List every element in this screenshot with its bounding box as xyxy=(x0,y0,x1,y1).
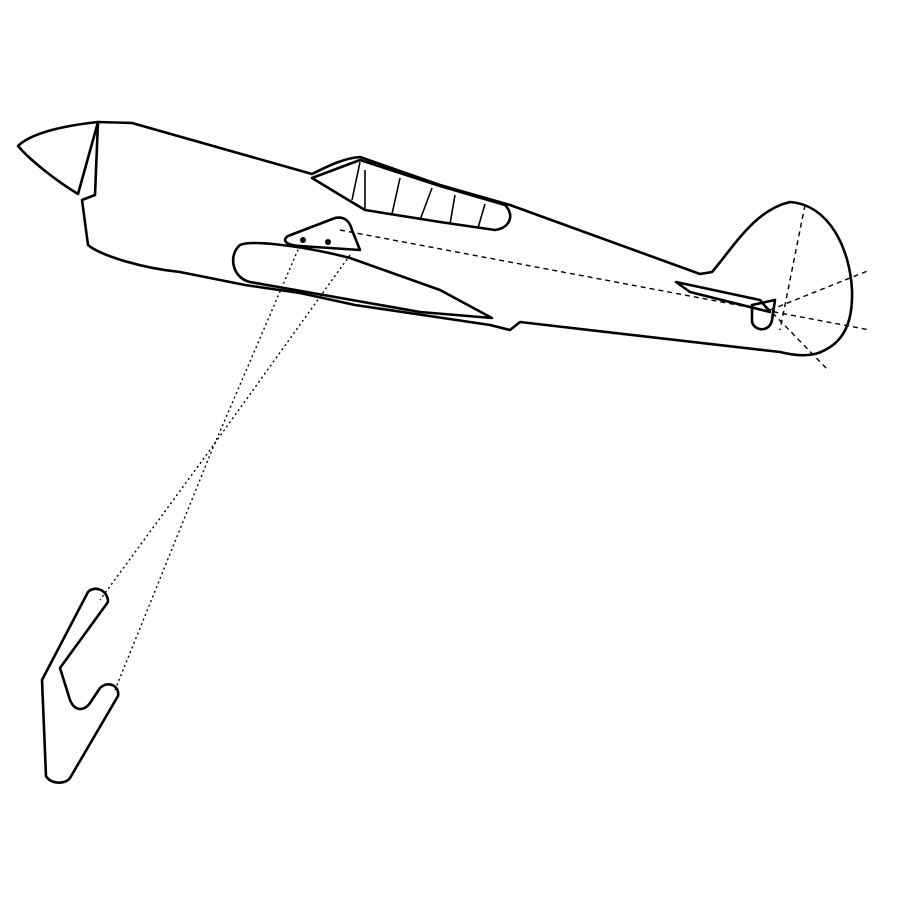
canopy-frames xyxy=(351,161,486,229)
hook xyxy=(40,587,120,784)
tailplane xyxy=(674,280,772,314)
tail-hook-slot xyxy=(750,298,777,331)
wing-mount-plate xyxy=(283,216,362,252)
mount-hole xyxy=(300,237,306,243)
mount-hole xyxy=(325,239,331,245)
fin-center-line xyxy=(779,204,806,331)
canopy xyxy=(310,158,512,232)
wing xyxy=(231,241,494,320)
tail-axis-lines xyxy=(759,269,871,371)
propeller-spinner xyxy=(16,120,100,196)
fuselage-outline xyxy=(80,120,854,357)
string-rear xyxy=(99,254,351,601)
suspension-strings xyxy=(99,244,351,691)
airplane xyxy=(16,120,871,371)
string-front xyxy=(114,244,301,691)
